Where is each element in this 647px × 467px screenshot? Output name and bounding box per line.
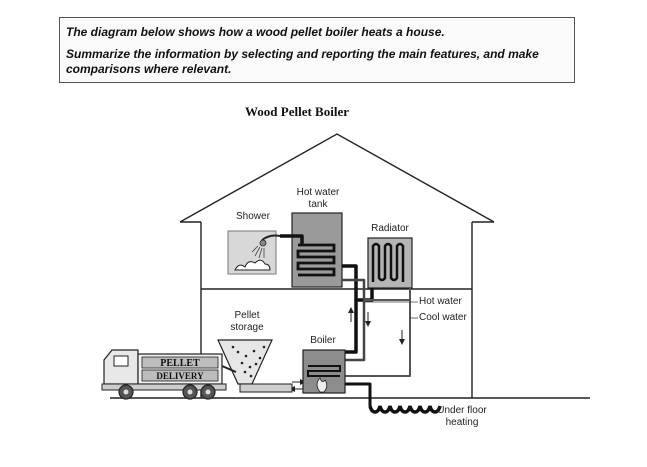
shower-icon (227, 230, 281, 275)
delivery-truck: PELLET DELIVERY (101, 349, 237, 400)
label-shower: Shower (236, 211, 270, 222)
prompt-line-3: comparisons where relevant. (66, 62, 232, 76)
truck-sign-delivery: DELIVERY (156, 371, 204, 381)
label-hot-water-tank-line1: Hot water (296, 187, 340, 198)
water-pipes (280, 234, 411, 406)
radiator (367, 237, 413, 289)
diagram-title: Wood Pellet Boiler (245, 104, 349, 119)
label-radiator: Radiator (371, 223, 409, 234)
label-leaders (364, 301, 418, 319)
label-hot-water: Hot water (419, 296, 462, 307)
label-cool-water: Cool water (419, 312, 467, 323)
truck-sign-pellet: PELLET (160, 358, 200, 369)
label-under-floor-line1: Under floor (437, 405, 487, 416)
flow-arrows (289, 307, 405, 392)
hot-water-tank (291, 212, 343, 288)
label-pellet-storage-line2: storage (230, 322, 264, 333)
task-prompt-box: The diagram below shows how a wood pelle… (59, 17, 575, 83)
prompt-line-2: Summarize the information by selecting a… (66, 47, 539, 61)
pellet-storage-hopper (217, 339, 293, 393)
label-under-floor-line2: heating (445, 417, 479, 428)
under-floor-heating-coil (368, 405, 442, 414)
label-boiler: Boiler (310, 335, 336, 346)
label-pellet-storage-line1: Pellet (234, 310, 260, 321)
label-hot-water-tank-line2: tank (308, 199, 328, 210)
prompt-line-1: The diagram below shows how a wood pelle… (66, 25, 445, 39)
boiler (302, 349, 346, 394)
